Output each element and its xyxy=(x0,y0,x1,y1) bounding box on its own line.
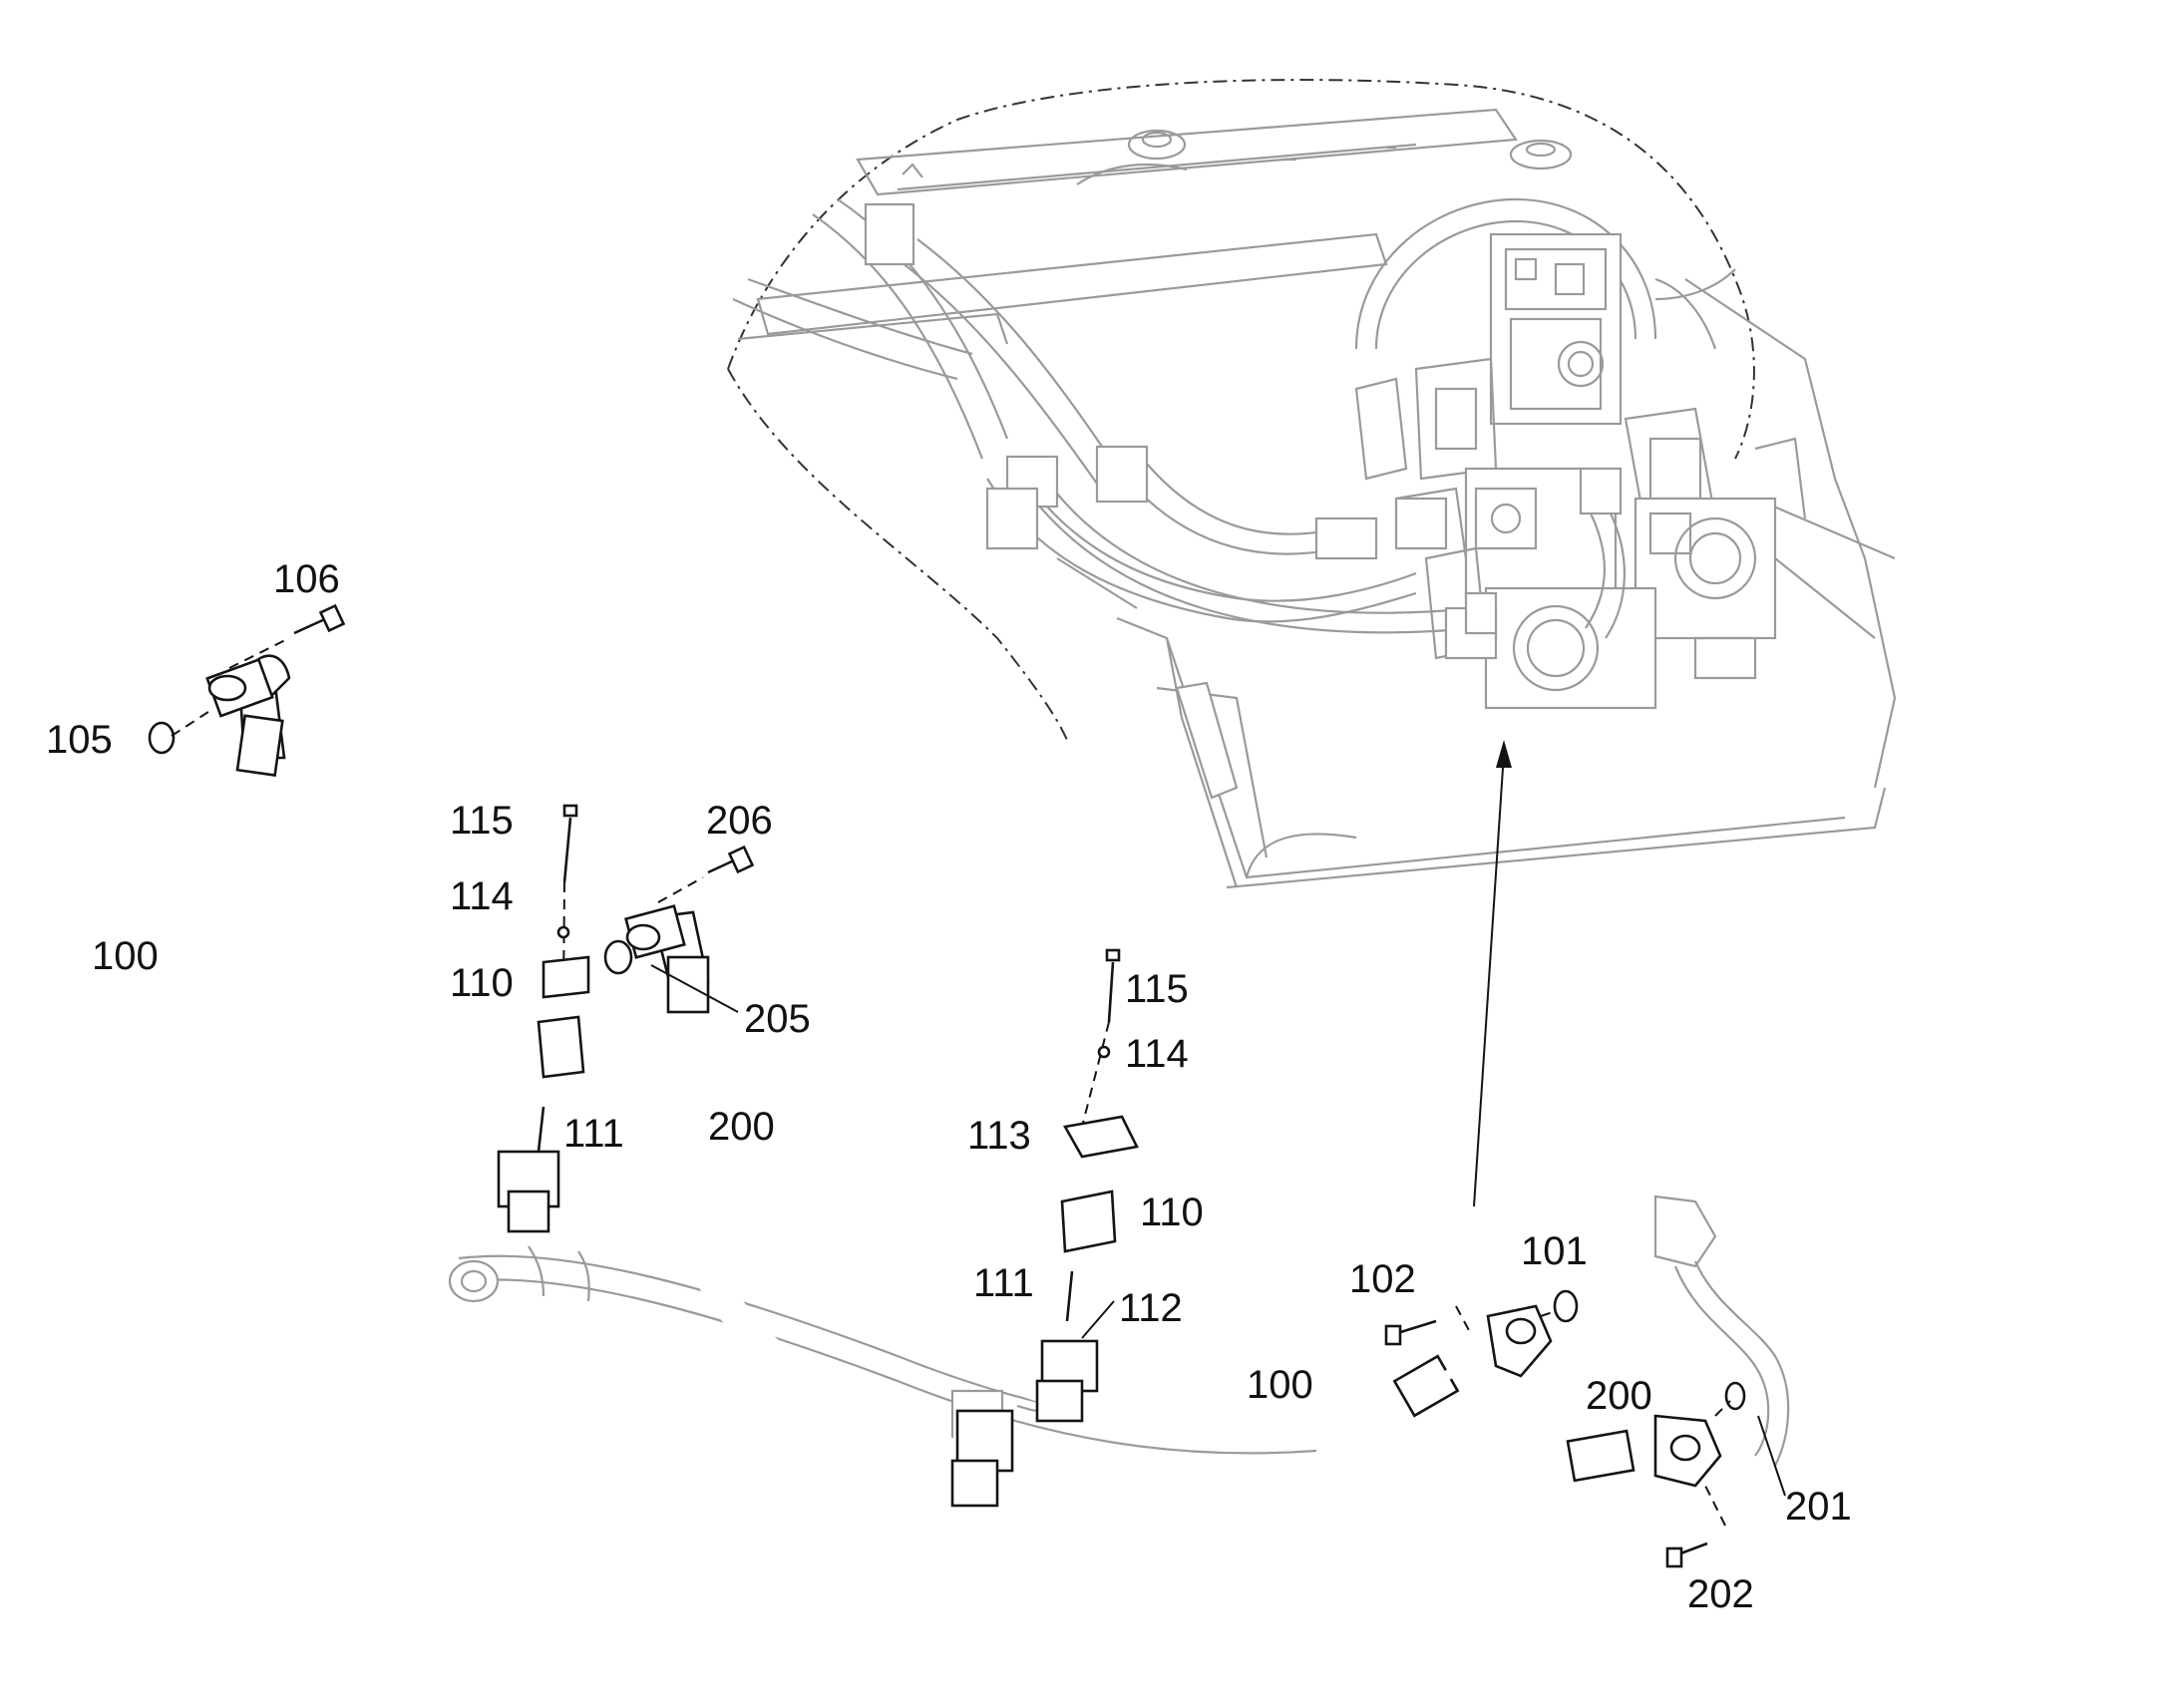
leader-lines xyxy=(650,964,1786,1497)
pump-assembly xyxy=(1354,197,1807,710)
callout-100-lower: 100 xyxy=(1247,1363,1313,1407)
bolt-202 xyxy=(1665,1541,1708,1568)
bolt-102 xyxy=(1384,1319,1437,1346)
callout-114-left: 114 xyxy=(450,874,514,918)
bolt-106 xyxy=(293,603,346,635)
clamp-left-base xyxy=(507,1190,550,1233)
callout-206: 206 xyxy=(706,799,773,843)
washer-114a xyxy=(556,925,570,939)
bolt-115a xyxy=(562,804,578,883)
callout-100-upper: 100 xyxy=(92,934,159,978)
callout-114-right: 114 xyxy=(1125,1032,1189,1076)
callout-202: 202 xyxy=(1687,1572,1754,1616)
clamps xyxy=(497,1150,1099,1508)
detail-hoses xyxy=(812,198,1627,660)
callout-111-right: 111 xyxy=(973,1261,1034,1305)
plate-113 xyxy=(1062,1115,1139,1159)
detail-callout-arrowhead xyxy=(1496,740,1512,768)
callout-205: 205 xyxy=(744,997,811,1041)
washer-114b xyxy=(1097,1045,1111,1059)
clamp-lower-base xyxy=(950,1459,999,1508)
clamp-half-110a xyxy=(542,955,590,999)
callout-110-right: 110 xyxy=(1140,1191,1204,1234)
callout-201: 201 xyxy=(1785,1485,1852,1529)
callout-105: 105 xyxy=(46,718,113,762)
exploded-hardware xyxy=(148,603,1746,1568)
callout-113: 113 xyxy=(967,1114,1031,1158)
detail-view-boundary-left xyxy=(727,368,1068,741)
o-ring-205 xyxy=(603,939,633,975)
o-ring-105 xyxy=(148,721,176,755)
callout-115-right: 115 xyxy=(1125,967,1189,1011)
callout-115-left: 115 xyxy=(450,799,514,843)
callout-111-left: 111 xyxy=(563,1112,624,1156)
callout-112: 112 xyxy=(1119,1286,1183,1330)
pin-111a xyxy=(537,1106,545,1153)
clamp-half-110b xyxy=(1060,1190,1117,1253)
o-ring-101 xyxy=(1553,1289,1579,1323)
callout-labels: 106 105 100 115 114 110 206 205 111 200 … xyxy=(46,557,1852,1616)
callout-110-left: 110 xyxy=(450,961,514,1005)
callout-200-upper: 200 xyxy=(708,1105,775,1149)
clamp-right-base xyxy=(1035,1379,1084,1423)
callout-200-lower: 200 xyxy=(1586,1374,1652,1418)
bolt-115b xyxy=(1105,948,1121,1023)
hose-100 xyxy=(199,654,1553,1443)
callout-106: 106 xyxy=(273,557,340,601)
bolt-206 xyxy=(707,845,755,874)
callout-101: 101 xyxy=(1521,1229,1588,1273)
phantom-hose xyxy=(448,1195,1790,1467)
chassis-frame xyxy=(732,108,1897,889)
detail-callout-arrow xyxy=(1473,752,1505,1207)
detail-view-boundary xyxy=(727,79,1755,460)
o-ring-201 xyxy=(1724,1381,1746,1411)
pin-111b xyxy=(1065,1270,1074,1322)
machine-detail-view xyxy=(727,79,1897,1207)
clamp-body-110a xyxy=(537,1015,585,1079)
callout-102: 102 xyxy=(1349,1257,1416,1301)
